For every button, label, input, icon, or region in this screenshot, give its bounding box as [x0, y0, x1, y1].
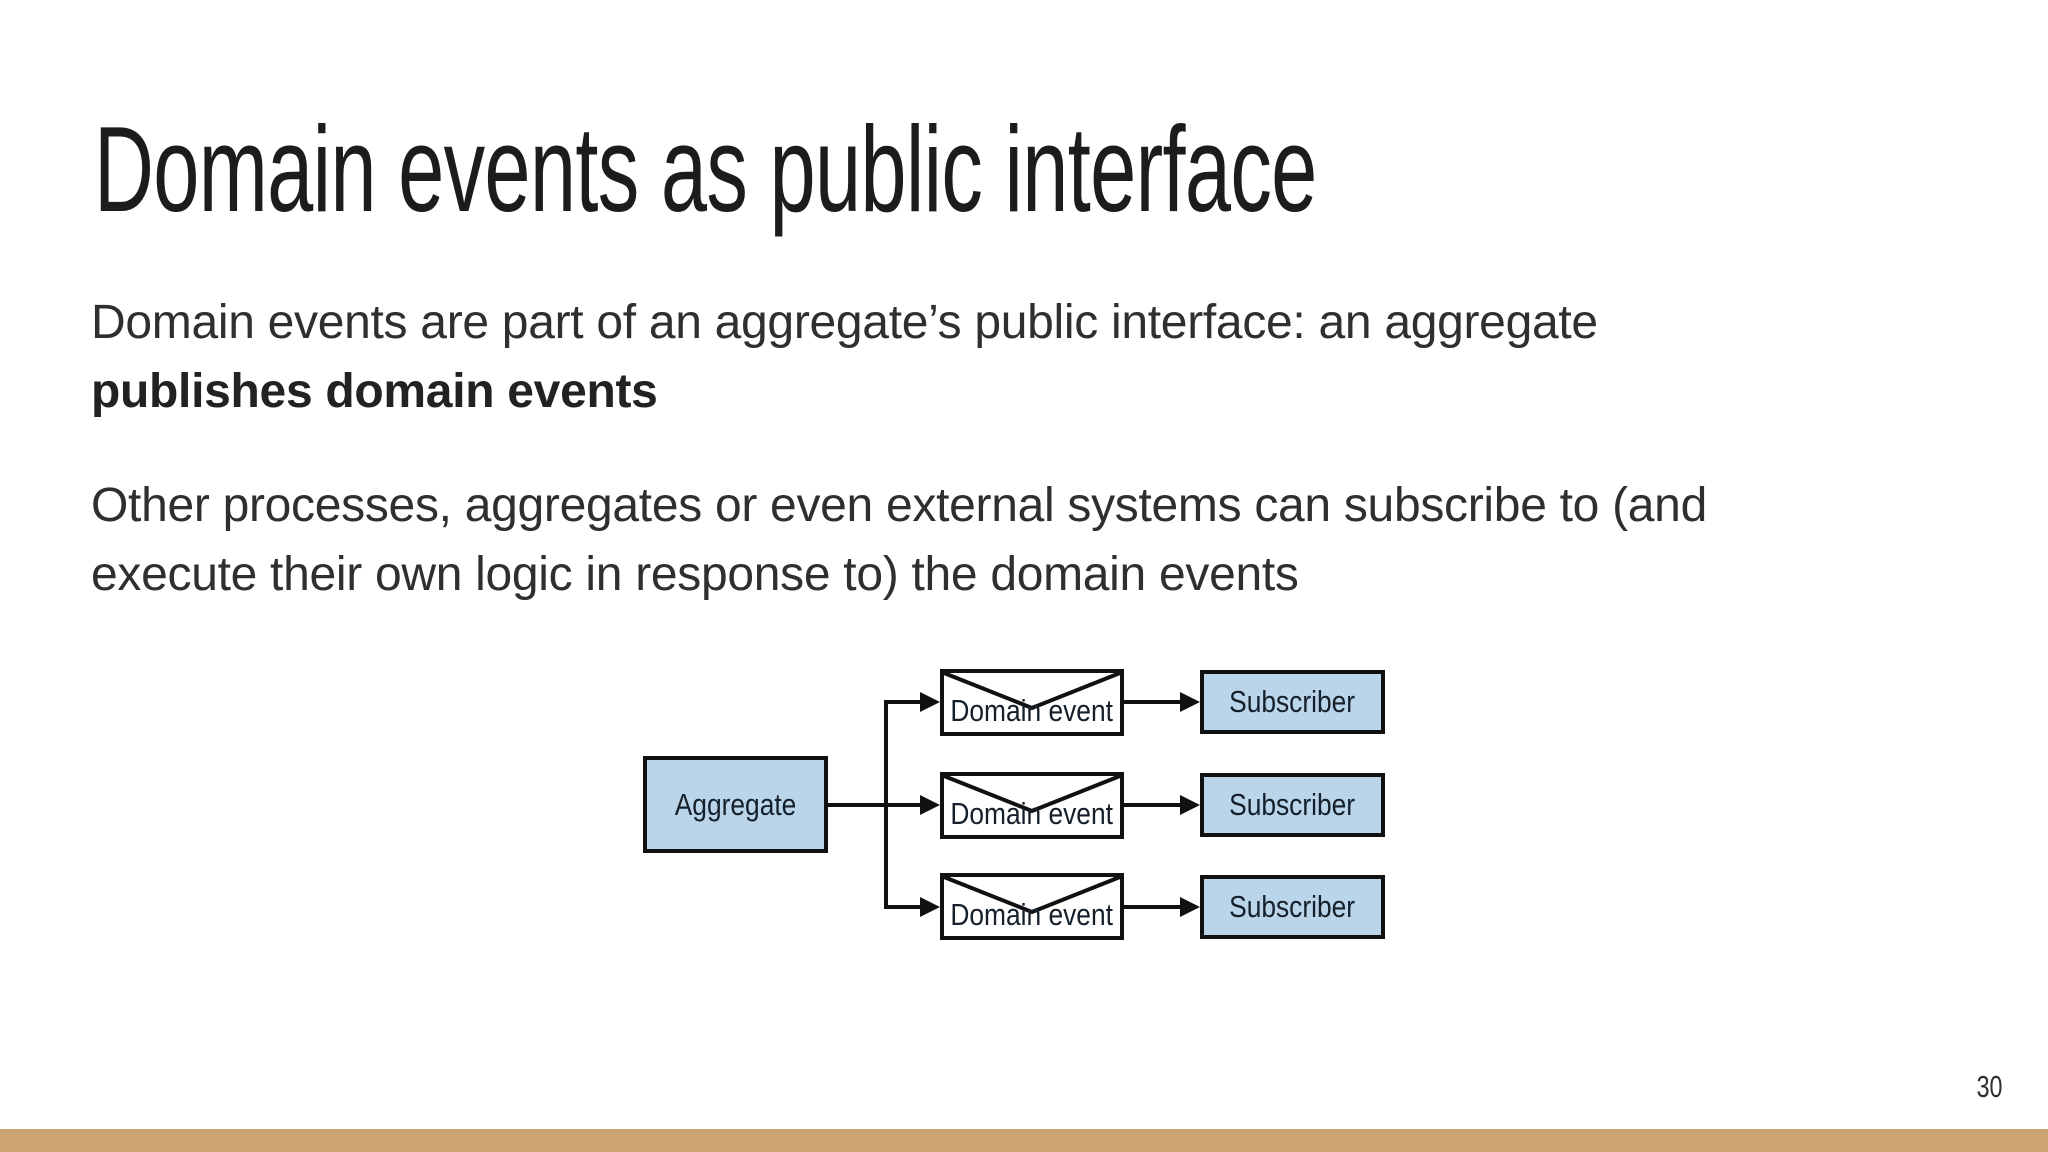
envelope-icon	[943, 774, 1121, 814]
arrowhead-icon	[1180, 897, 1200, 917]
page-number: 30	[1976, 1069, 2002, 1104]
subscriber-label: Subscriber	[1229, 889, 1356, 924]
domain-event-label: Domain event	[950, 897, 1114, 932]
arrowhead-icon	[920, 795, 940, 815]
arrowhead-icon	[1180, 692, 1200, 712]
domain-event-box: Domain event	[940, 873, 1124, 940]
arrowhead-icon	[1180, 795, 1200, 815]
paragraph-1: Domain events are part of an aggregate’s…	[91, 288, 1961, 426]
arrowhead-icon	[920, 897, 940, 917]
domain-event-box: Domain event	[940, 772, 1124, 839]
aggregate-box: Aggregate	[643, 756, 828, 853]
envelope-icon	[943, 671, 1121, 711]
paragraph-1-line-1: Domain events are part of an aggregate’s…	[91, 296, 1598, 349]
subscriber-box: Subscriber	[1200, 875, 1385, 939]
subscriber-label: Subscriber	[1229, 684, 1356, 719]
subscriber-box: Subscriber	[1200, 773, 1385, 837]
paragraph-2-line-1: Other processes, aggregates or even exte…	[91, 479, 1707, 532]
paragraph-2-line-2: execute their own logic in response to) …	[91, 548, 1299, 601]
aggregate-label: Aggregate	[674, 786, 797, 822]
footer-accent-bar	[0, 1129, 2048, 1152]
domain-event-box: Domain event	[940, 669, 1124, 736]
subscriber-label: Subscriber	[1229, 787, 1356, 822]
paragraph-1-line-2-bold: publishes domain events	[91, 365, 658, 418]
domain-event-label: Domain event	[950, 796, 1114, 831]
connector-arrows	[828, 692, 1200, 917]
subscriber-box: Subscriber	[1200, 670, 1385, 734]
domain-event-label: Domain event	[950, 693, 1114, 728]
paragraph-2: Other processes, aggregates or even exte…	[91, 471, 1961, 609]
slide-title: Domain events as public interface	[94, 101, 1317, 237]
envelope-icon	[943, 875, 1121, 915]
fan-connector	[884, 700, 920, 909]
arrowhead-icon	[920, 692, 940, 712]
domain-events-diagram: Aggregate Domain event Domain event Doma…	[600, 655, 1410, 955]
